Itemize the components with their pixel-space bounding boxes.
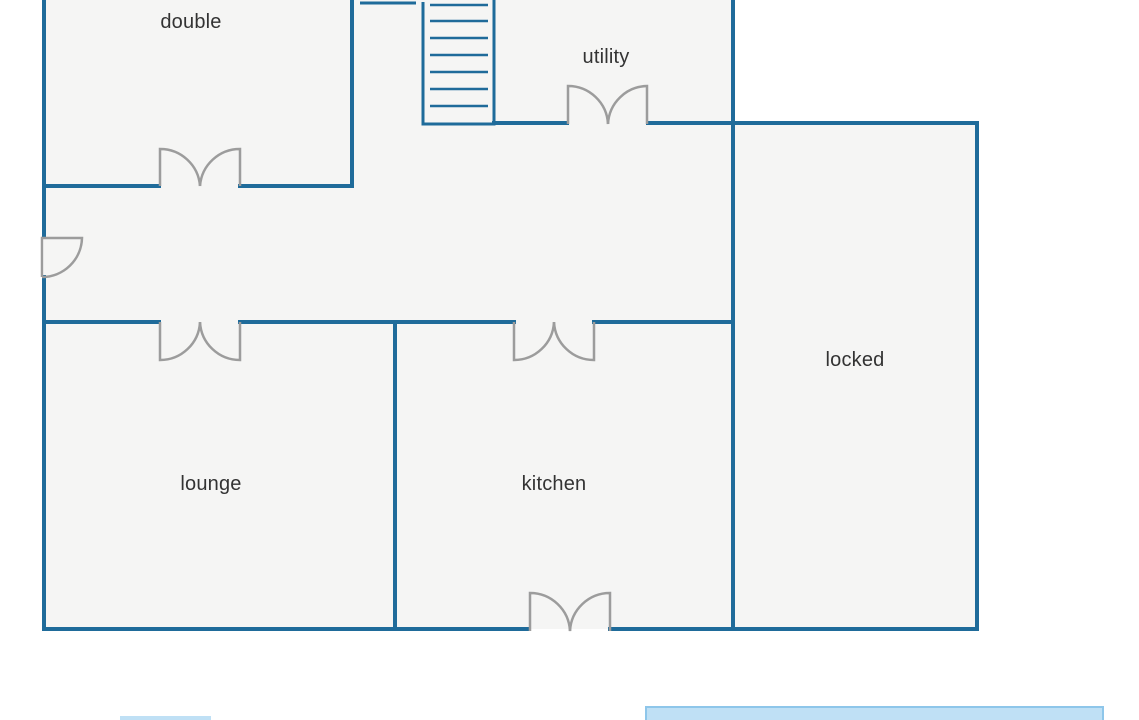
door-swing-icon xyxy=(528,591,612,632)
floor-lounge xyxy=(44,322,395,629)
pool-feature xyxy=(645,706,1104,720)
room-label-kitchen: kitchen xyxy=(522,473,587,495)
small-feature xyxy=(120,716,211,720)
outdoor-features xyxy=(120,706,1104,720)
walls xyxy=(42,0,979,631)
room-label-utility: utility xyxy=(583,46,630,68)
door-swing-icon xyxy=(512,321,596,362)
door-swing-icon xyxy=(40,236,84,279)
floor-kitchen xyxy=(395,322,733,629)
floor-areas xyxy=(44,0,977,629)
stairs-icon xyxy=(360,0,496,126)
door-swing-icon xyxy=(566,84,649,125)
room-label-lounge: lounge xyxy=(180,473,241,495)
room-label-double: double xyxy=(160,11,221,33)
room-label-locked: locked xyxy=(825,349,884,371)
floor-hallway xyxy=(44,124,733,322)
door-swing-icon xyxy=(158,147,242,187)
room-labels: double utility locked lounge kitchen xyxy=(160,11,884,495)
door-swing-icon xyxy=(158,321,242,362)
floor-locked xyxy=(733,123,977,629)
doors xyxy=(40,84,649,632)
